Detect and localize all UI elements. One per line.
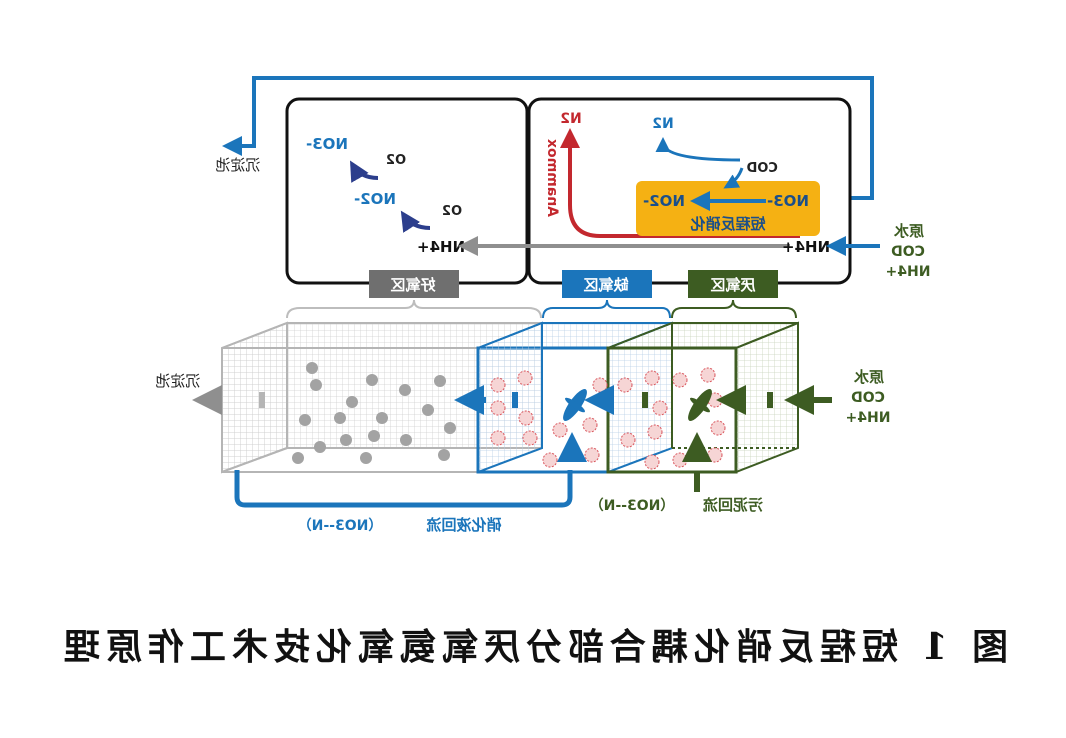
- denitrification-n2-label: N2: [652, 116, 673, 132]
- aerobic-chamber: [285, 97, 529, 285]
- anoxic-no3: NO3-: [767, 192, 809, 210]
- aerobic-no2: NO2-: [354, 190, 396, 208]
- internal-recycle-line: [222, 76, 874, 200]
- zone-tag-anaerobic: [688, 270, 778, 298]
- cod-arrow: [723, 167, 744, 189]
- figure-caption: 图 1 短程反硝化耦合部分厌氧氨氧化技术工作原理: [57, 626, 1009, 668]
- top-influent-line2: COD: [891, 244, 925, 260]
- aerobic-floc-particles: [292, 362, 456, 464]
- top-influent-line3: NH4+: [886, 264, 931, 280]
- oxidation-arrow-upper: [350, 160, 379, 183]
- sludge-return-sub: （NO3--N）: [590, 498, 675, 514]
- anoxic-mixer: [563, 389, 587, 421]
- top-sed-tank-label: 沉淀池: [215, 156, 260, 174]
- anammox-n2-arrow: [560, 128, 800, 238]
- zone-tag-anoxic: [562, 270, 652, 298]
- oxidation-arrow-lower: [400, 210, 431, 233]
- aerobic-no3: NO3-: [306, 135, 348, 153]
- nitrate-return-sub: （NO3--N）: [298, 518, 383, 534]
- aerobic-o2-upper: O2: [386, 153, 406, 168]
- bottom-influent-line3: NH4+: [846, 410, 891, 426]
- anaerobic-mixer: [688, 389, 712, 421]
- anammox-n2-label: N2: [560, 111, 581, 127]
- cod-label: COD: [746, 161, 778, 176]
- aerobic-tank: [221, 321, 543, 474]
- brace-anoxic: [542, 299, 671, 319]
- aerobic-o2-lower: O2: [442, 204, 462, 219]
- zone-label-anoxic: 缺氧区: [583, 276, 629, 294]
- bottom-influent-line1: 原水: [853, 368, 884, 386]
- denitrification-n2-arrow: [655, 137, 741, 162]
- bottom-influent-line2: COD: [851, 390, 885, 406]
- brace-aerobic: [286, 299, 542, 319]
- anammox-label: Anammox: [544, 139, 560, 217]
- sludge-return-label: 污泥回流: [703, 496, 763, 514]
- short-denitrification-box: [636, 181, 820, 236]
- zone-tag-aerobic: [369, 270, 459, 298]
- anoxic-nh4: NH4+: [782, 238, 830, 256]
- brace-anaerobic: [671, 299, 797, 319]
- anoxic-no2: NO2-: [643, 192, 685, 210]
- short-denitrification-label: 短程反硝化: [690, 215, 765, 233]
- bottom-sed-tank-label: 沉淀池: [155, 372, 200, 390]
- zone-label-aerobic: 好氧区: [390, 276, 436, 294]
- zone-label-anaerobic: 厌氧区: [710, 276, 755, 294]
- aerobic-nh4: NH4+: [417, 238, 465, 256]
- process-diagram: 沉淀池 NO3- O2 NO2- O2 NH4+ N2 Anammox 短程反硝…: [155, 76, 931, 534]
- nitrate-return-label: 硝化液回流: [426, 516, 501, 534]
- top-influent-line1: 原水: [893, 222, 924, 240]
- nitrate-return-line: [234, 470, 573, 508]
